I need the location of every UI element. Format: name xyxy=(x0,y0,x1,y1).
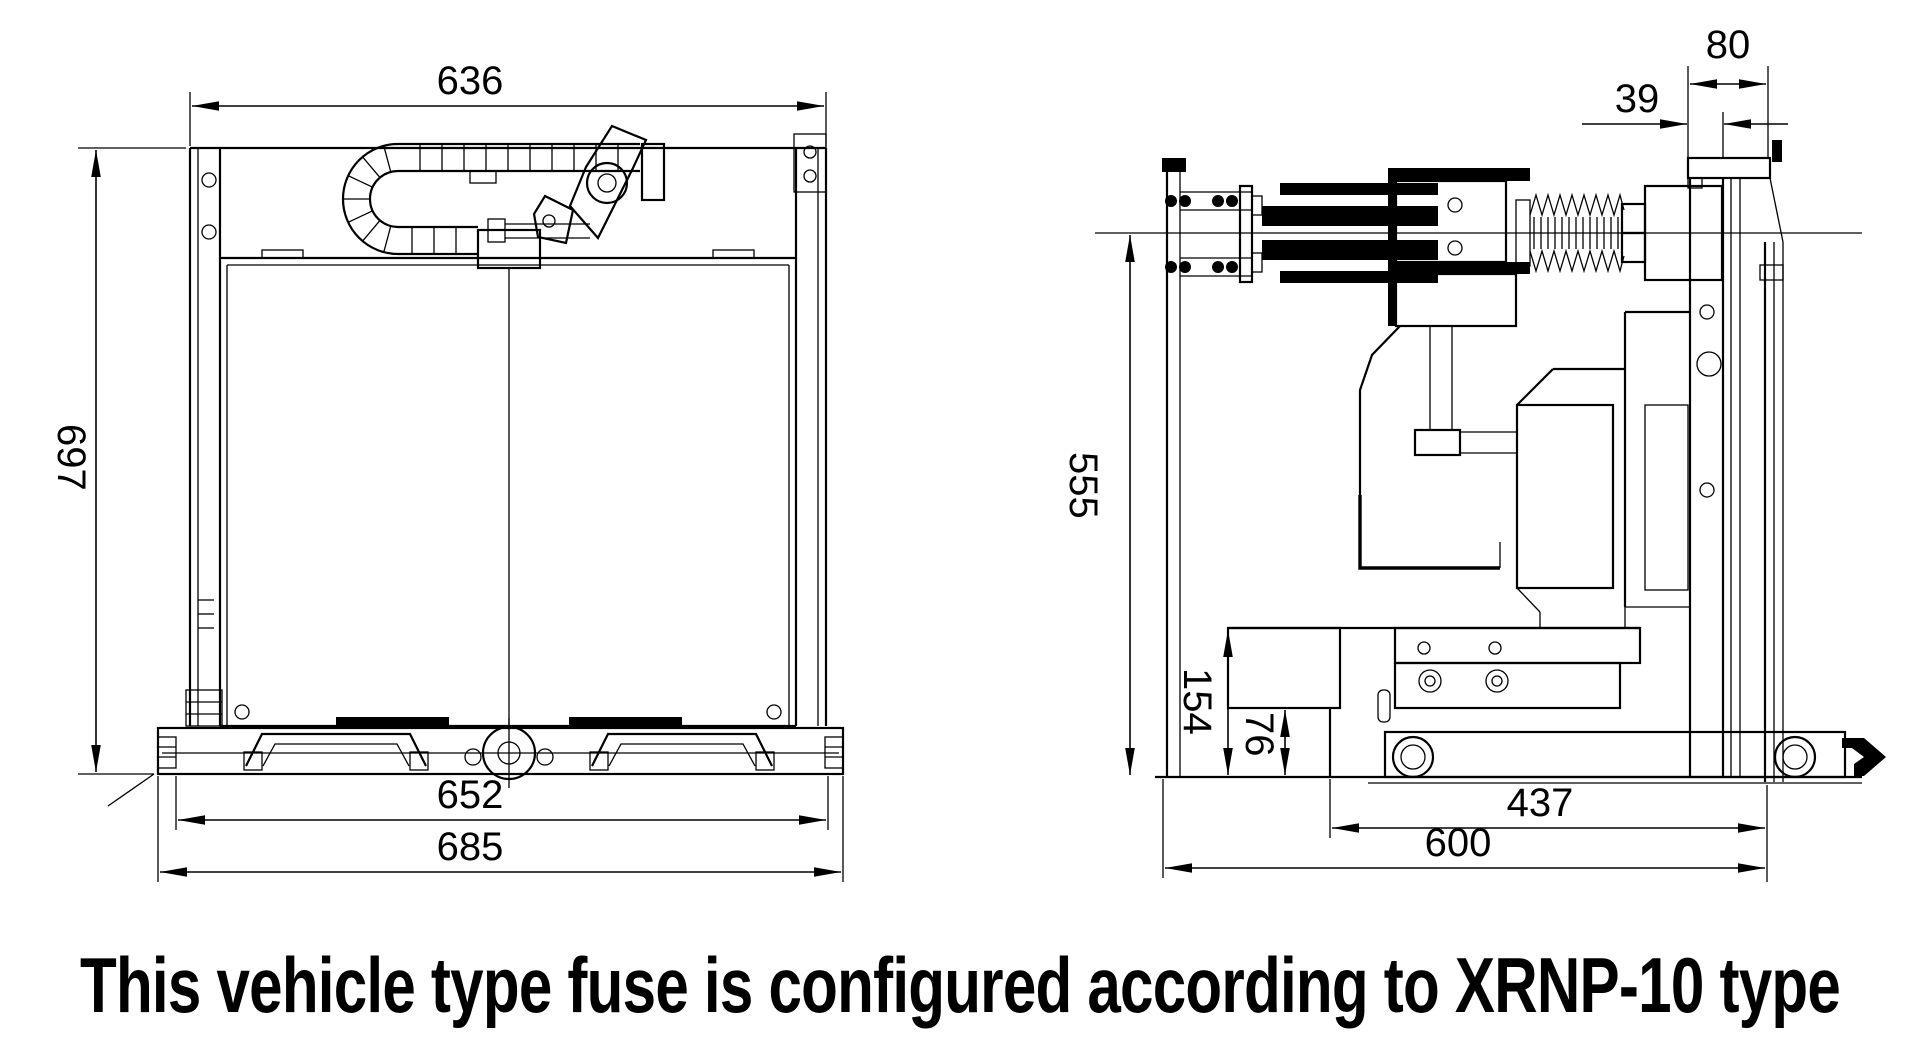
guide-rails xyxy=(1759,242,1784,782)
step-bracket xyxy=(1226,626,1640,777)
front-base-width-dim-label: 685 xyxy=(437,825,504,869)
dimension-front-base-width: 685 xyxy=(157,776,844,882)
lead-screw xyxy=(464,718,554,788)
dimension-side-bracket-height: 154 xyxy=(1175,630,1233,775)
interlock-cam xyxy=(487,124,648,245)
side-bracket-height-dim-label: 154 xyxy=(1175,668,1219,735)
side-base-width-dim-label: 600 xyxy=(1425,821,1492,865)
dimension-side-lower-width: 437 xyxy=(1329,779,1768,882)
side-top-offset-dim-label: 39 xyxy=(1615,77,1660,121)
dimension-front-mid-width: 652 xyxy=(175,773,829,830)
wheel xyxy=(1773,735,1817,779)
handle xyxy=(243,732,429,771)
figure-caption: This vehicle type fuse is configured acc… xyxy=(80,941,1840,1029)
pole-housing xyxy=(1358,325,1517,570)
side-height-dim-label: 555 xyxy=(1061,452,1105,519)
front-view: 697 636 652 685 xyxy=(49,59,845,882)
dimension-side-top-offset: 39 xyxy=(1582,77,1788,158)
side-step-height-dim-label: 76 xyxy=(1237,712,1281,757)
hook-latch xyxy=(1842,738,1886,776)
dimension-side-base-width: 600 xyxy=(1162,779,1765,878)
dimension-front-height: 697 xyxy=(49,147,186,807)
contact-fingers xyxy=(1165,184,1263,284)
side-top-width-dim-label: 80 xyxy=(1706,23,1751,67)
dimension-side-top-width: 80 xyxy=(1687,23,1769,158)
dimension-side-height: 555 xyxy=(1061,235,1135,775)
vacuum-interrupter-housing xyxy=(1388,168,1531,328)
frame-column xyxy=(1686,140,1784,782)
cable-chain xyxy=(341,142,666,270)
base-assembly xyxy=(156,718,845,788)
front-mid-width-dim-label: 652 xyxy=(437,773,504,817)
front-height-dim-label: 697 xyxy=(49,424,93,491)
side-lower-width-dim-label: 437 xyxy=(1507,781,1574,825)
side-view: 80 39 555 154 76 437 xyxy=(1061,23,1886,882)
wheel xyxy=(1391,735,1435,779)
bellows xyxy=(1529,184,1724,282)
front-top-width-dim-label: 636 xyxy=(437,59,504,103)
dimension-front-top-width: 636 xyxy=(189,59,827,146)
wheel-housing xyxy=(1155,730,1886,784)
operating-mechanism xyxy=(1515,310,1690,628)
mounting-plates xyxy=(1377,626,1642,723)
dimension-side-step-height: 76 xyxy=(1237,710,1290,775)
handle xyxy=(589,732,775,771)
